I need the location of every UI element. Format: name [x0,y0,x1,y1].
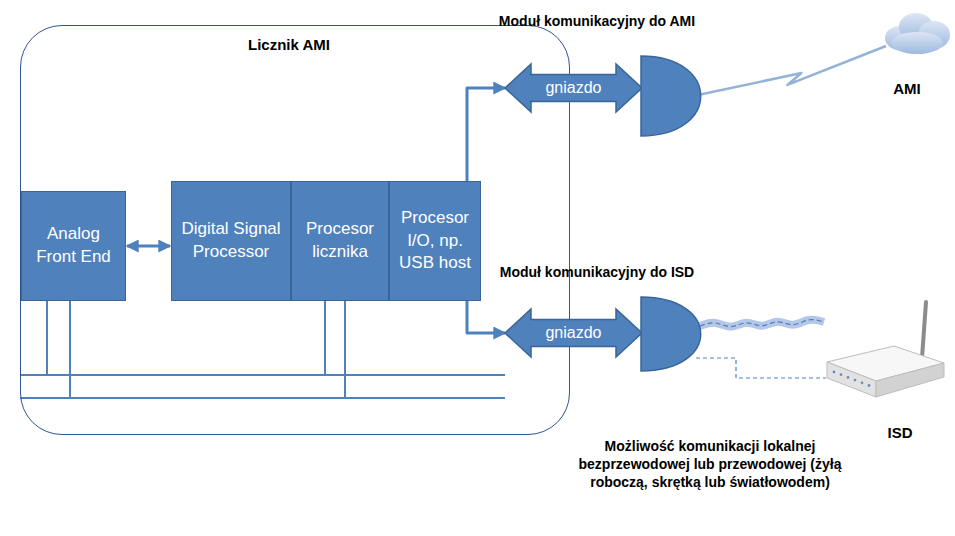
router-led [868,384,871,387]
connector-line [698,46,886,95]
connector [127,246,170,247]
router-front [827,362,876,397]
heading-label: Moduł komunikacyjny do ISD [407,264,787,280]
bus-tap [46,300,48,375]
box-label: gniazdo [545,79,601,97]
router-led [833,371,836,374]
socket-arrow: gniazdo [505,309,642,357]
comm-module: Moduł komunikacyjny do AMI [640,55,702,137]
bus-line [20,374,505,376]
router-picture [827,302,944,397]
wireless-band [700,320,824,327]
connector-line [467,301,505,333]
processor-block: Procesor I/O, np. USB host [389,181,481,301]
router-led [847,376,850,379]
module-shape [641,56,701,136]
heading-label: AMI [877,80,937,97]
ami-cloud: AMI [882,8,952,56]
bus-line [20,397,505,399]
socket-shape [505,309,642,357]
connector [467,88,505,181]
box-label: Procesor I/O, np. USB host [395,207,475,276]
box-label: gniazdo [545,324,601,342]
wireless-outline [700,320,824,327]
bus-tap [69,300,71,398]
connector-line [467,88,505,181]
box-label: Analog Front End [27,223,120,269]
router-led [861,381,864,384]
box-label: Digital Signal Processor [177,218,285,264]
connector [467,301,505,333]
processor-block: Digital Signal Processor [171,181,291,301]
module-shape [641,297,701,371]
connector [700,320,824,327]
socket-arrow: gniazdo [505,64,642,112]
heading-label: Licznik AMI [21,36,557,53]
heading-label: ISD [870,424,930,441]
heading-label: Moduł komunikacyjny do AMI [407,13,787,29]
router-led [854,379,857,382]
comm-module-outline [640,296,702,372]
connector [696,358,826,378]
meter-housing: Analog Front End Digital Signal Processor… [20,25,570,435]
cloud-puff [891,32,943,54]
router-side [876,363,944,397]
comm-module: Moduł komunikacyjny do ISD [640,296,702,372]
isd-router-outline [822,300,947,412]
bus-tap [344,300,346,398]
cloud-shape [885,13,950,54]
antenna [922,302,926,358]
connector-line [696,358,826,378]
connector [698,46,886,95]
router-led [840,373,843,376]
processor-block: Analog Front End [21,191,126,301]
bus-tap [324,300,326,375]
isd-router: ISD [822,300,947,412]
processor-block: Procesor licznika [291,181,389,301]
socket-shape [505,64,642,112]
note-label: Możliwość komunikacji lokalnej bezprzewo… [560,437,860,492]
box-label: Procesor licznika [297,218,383,264]
connector-line [127,245,170,248]
comm-module-outline [640,55,702,137]
ami-cloud-outline [882,8,952,56]
